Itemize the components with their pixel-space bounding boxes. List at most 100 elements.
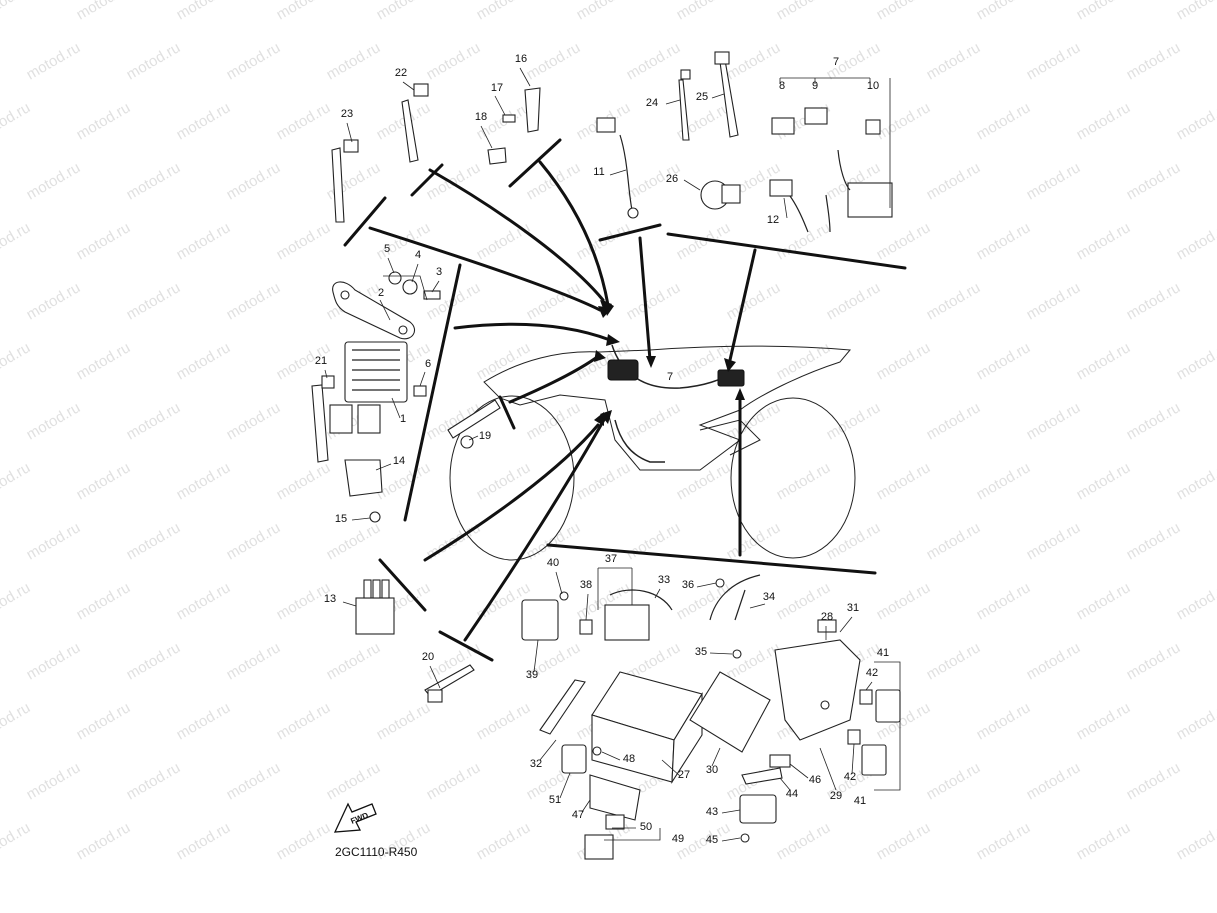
callout-49: 49	[672, 833, 684, 845]
callout-41: 41	[877, 647, 889, 659]
watermark-text: motod.ru	[1124, 639, 1184, 683]
watermark-text: motod.ru	[924, 759, 984, 803]
watermark-text: motod.ru	[674, 459, 734, 503]
watermark-text: motod.ru	[224, 39, 284, 83]
parts	[311, 51, 901, 860]
callout-51: 51	[549, 794, 561, 806]
callout-10: 10	[867, 80, 879, 92]
watermark-text: motod.ru	[874, 819, 934, 863]
watermark-text: motod.ru	[124, 159, 184, 203]
callout-50: 50	[640, 821, 652, 833]
watermark-text: motod.ru	[374, 699, 434, 743]
watermark-text: motod.ru	[0, 339, 33, 383]
callout-35: 35	[695, 646, 707, 658]
routing-leaders	[368, 160, 757, 642]
callout-9: 9	[812, 80, 818, 92]
callout-38: 38	[580, 579, 592, 591]
watermark-text: motod.ru	[74, 699, 134, 743]
watermark-text: motod.ru	[1074, 339, 1134, 383]
watermark-text: motod.ru	[0, 699, 33, 743]
watermark-text: motod.ru	[574, 0, 634, 23]
watermark-text: motod.ru	[74, 819, 134, 863]
watermark-text: motod.ru	[474, 219, 534, 263]
watermark-text: motod.ru	[24, 39, 84, 83]
watermark-text: motod.ru	[174, 819, 234, 863]
callout-46: 46	[809, 774, 821, 786]
callout-42: 42	[844, 771, 856, 783]
callout-20: 20	[422, 651, 434, 663]
watermark-text: motod.ru	[224, 159, 284, 203]
callout-23: 23	[341, 108, 353, 120]
callout-32: 32	[530, 758, 542, 770]
watermark-text: motod.ru	[174, 219, 234, 263]
watermark-text: motod.ru	[824, 279, 884, 323]
watermark-text: motod.ru	[1074, 699, 1134, 743]
watermark-text: motod.ru	[674, 0, 734, 23]
watermark-text: motod.ru	[1074, 0, 1134, 23]
callout-24: 24	[646, 97, 658, 109]
watermark-text: motod.ru	[174, 99, 234, 143]
watermark-text: motod.ru	[0, 579, 33, 623]
diagram-code: 2GC1110-R450	[335, 845, 418, 859]
watermark-text: motod.ru	[374, 0, 434, 23]
watermark-text: motod.ru	[1174, 579, 1217, 623]
main-wire-harness	[607, 344, 745, 463]
watermark-text: motod.ru	[324, 39, 384, 83]
watermark-text: motod.ru	[774, 459, 834, 503]
watermark-text: motod.ru	[324, 639, 384, 683]
watermark-text: motod.ru	[724, 639, 784, 683]
callout-29: 29	[830, 790, 842, 802]
watermark-text: motod.ru	[1124, 759, 1184, 803]
watermark-text: motod.ru	[574, 459, 634, 503]
watermark-text: motod.ru	[224, 399, 284, 443]
watermark-text: motod.ru	[624, 279, 684, 323]
callout-8: 8	[779, 80, 785, 92]
watermark-text: motod.ru	[124, 759, 184, 803]
callout-42: 42	[866, 667, 878, 679]
watermark-text: motod.ru	[224, 759, 284, 803]
callout-17: 17	[491, 82, 503, 94]
watermark-text: motod.ru	[124, 399, 184, 443]
watermark-text: motod.ru	[624, 39, 684, 83]
watermark-text: motod.ru	[74, 0, 134, 23]
watermark-text: motod.ru	[724, 39, 784, 83]
watermark-text: motod.ru	[474, 339, 534, 383]
callout-34: 34	[763, 591, 775, 603]
watermark-text: motod.ru	[174, 0, 234, 23]
watermark-text: motod.ru	[874, 99, 934, 143]
watermark-text: motod.ru	[1024, 159, 1084, 203]
watermark-text: motod.ru	[974, 819, 1034, 863]
watermark-text: motod.ru	[524, 279, 584, 323]
motorcycle-outline	[449, 345, 856, 561]
watermark-text: motod.ru	[24, 159, 84, 203]
watermark-text: motod.ru	[1024, 759, 1084, 803]
callout-13: 13	[324, 593, 336, 605]
callout-36: 36	[682, 579, 694, 591]
watermark-text: motod.ru	[974, 99, 1034, 143]
watermark-text: motod.ru	[924, 159, 984, 203]
watermark-text: motod.ru	[974, 459, 1034, 503]
forward-arrow-icon: FWD	[333, 802, 377, 833]
watermark-text: motod.ru	[624, 399, 684, 443]
watermark-text: motod.ru	[174, 699, 234, 743]
watermark-text: motod.ru	[24, 759, 84, 803]
watermark-text: motod.ru	[1024, 519, 1084, 563]
watermark-text: motod.ru	[924, 519, 984, 563]
watermark-text: motod.ru	[274, 99, 334, 143]
watermark-text: motod.ru	[1024, 279, 1084, 323]
callout-30: 30	[706, 764, 718, 776]
watermark-text: motod.ru	[874, 0, 934, 23]
callout-41: 41	[854, 795, 866, 807]
watermark-text: motod.ru	[874, 219, 934, 263]
watermark-text: motod.ru	[974, 0, 1034, 23]
watermark-text: motod.ru	[1024, 399, 1084, 443]
callout-37: 37	[605, 553, 617, 565]
callout-18: 18	[475, 111, 487, 123]
watermark-text: motod.ru	[0, 99, 33, 143]
watermark-text: motod.ru	[774, 0, 834, 23]
callout-48: 48	[623, 753, 635, 765]
watermark-text: motod.ru	[0, 219, 33, 263]
watermark-text: motod.ru	[824, 519, 884, 563]
